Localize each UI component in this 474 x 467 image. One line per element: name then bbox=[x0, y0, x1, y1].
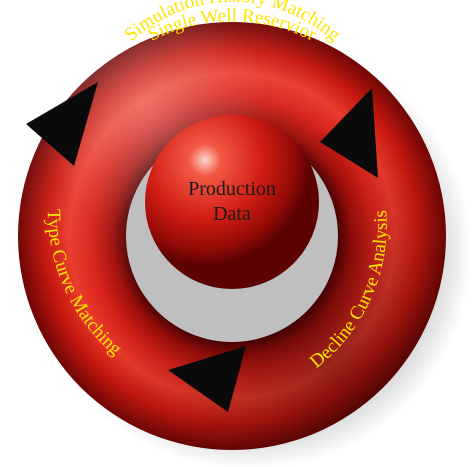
arrow-top-left-icon bbox=[26, 82, 98, 166]
center-label-line2: Data bbox=[213, 203, 251, 225]
arrow-bottom-icon bbox=[168, 346, 246, 412]
arrow-top-right-icon bbox=[320, 88, 378, 178]
center-label-line1: Production bbox=[188, 178, 276, 200]
center-sphere bbox=[145, 115, 319, 289]
